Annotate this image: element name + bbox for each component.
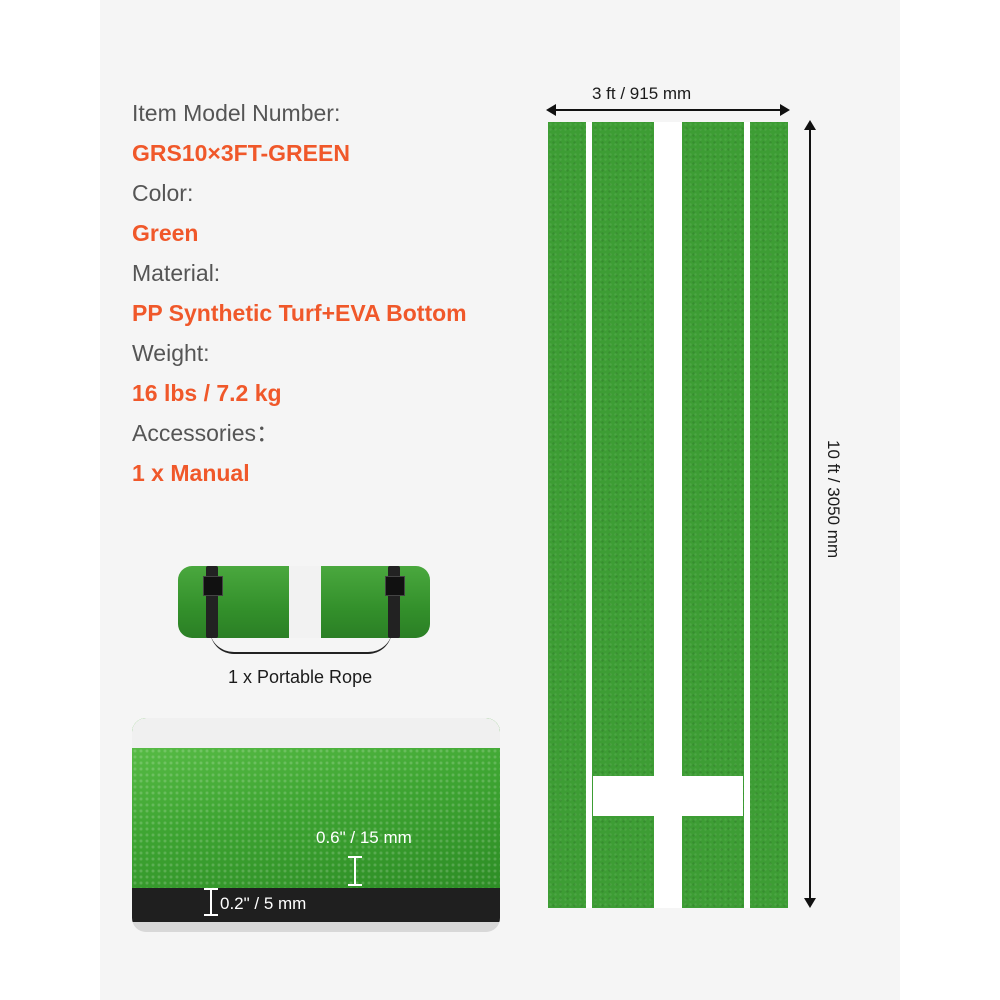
length-dimension-label: 10 ft / 3050 mm xyxy=(824,440,843,559)
buckle-right-icon xyxy=(385,576,405,596)
material-value: PP Synthetic Turf+EVA Bottom xyxy=(132,300,467,326)
turf-closeup-floor xyxy=(132,922,500,932)
portable-rope xyxy=(210,630,392,654)
model-number-value: GRS10×3FT-GREEN xyxy=(132,140,350,166)
mat-stripe-right xyxy=(744,122,750,908)
base-height-label: 0.2" / 5 mm xyxy=(220,894,307,913)
base-height-tick-top xyxy=(204,888,218,890)
width-dimension-line xyxy=(552,109,784,111)
turf-height-label: 0.6" / 15 mm xyxy=(316,828,412,847)
turf-height-tick-bottom xyxy=(348,884,362,886)
color-value: Green xyxy=(132,220,199,246)
turf-closeup-backdrop xyxy=(132,718,500,748)
mat-stance-bar xyxy=(593,776,743,816)
base-height-tick-bottom xyxy=(204,914,218,916)
buckle-left-icon xyxy=(203,576,223,596)
model-number-label: Item Model Number: xyxy=(132,100,341,126)
arrow-down-icon xyxy=(804,898,816,908)
turf-mat-image xyxy=(548,122,788,908)
turf-closeup-image: 0.6" / 15 mm 0.2" / 5 mm xyxy=(132,718,500,932)
width-dimension-label: 3 ft / 915 mm xyxy=(592,84,692,103)
turf-height-tick-top xyxy=(348,856,362,858)
weight-value: 16 lbs / 7.2 kg xyxy=(132,380,282,406)
arrow-left-icon xyxy=(546,104,556,116)
rolled-mat-image xyxy=(178,566,430,638)
rolled-mat-stripe xyxy=(289,566,321,638)
arrow-right-icon xyxy=(780,104,790,116)
mat-stripe-left xyxy=(586,122,592,908)
color-label: Color: xyxy=(132,180,194,206)
length-dimension-line xyxy=(809,128,811,900)
accessories-value: 1 x Manual xyxy=(132,460,250,486)
base-height-marker xyxy=(210,888,212,916)
portable-rope-caption: 1 x Portable Rope xyxy=(228,667,373,687)
material-label: Material: xyxy=(132,260,221,286)
turf-height-marker xyxy=(354,856,356,886)
accessories-label: Accessories： xyxy=(132,420,279,446)
weight-label: Weight: xyxy=(132,340,210,366)
arrow-up-icon xyxy=(804,120,816,130)
turf-closeup-base xyxy=(132,888,500,922)
